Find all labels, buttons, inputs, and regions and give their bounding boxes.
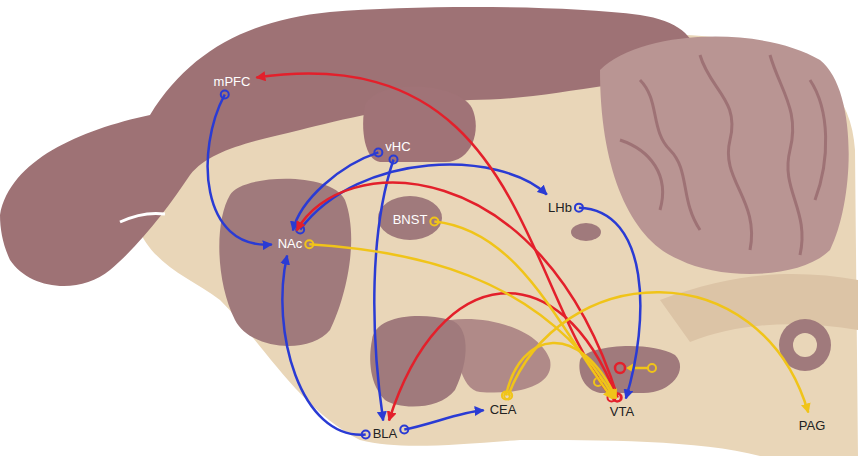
projection-line [579, 208, 640, 399]
projection-line [256, 74, 611, 398]
projection-arrow [400, 410, 483, 433]
origin-circle [374, 148, 382, 156]
region-label: CEA [488, 401, 519, 418]
projection-line [309, 244, 614, 398]
projection-line [282, 256, 365, 435]
projection-arrow [282, 256, 369, 439]
origin-circle [400, 426, 408, 434]
origin-circle [221, 91, 229, 99]
projection-arrow [208, 91, 272, 245]
olfactory-gap [120, 213, 165, 222]
region-label: BLA [371, 425, 400, 442]
cerebellum [600, 37, 849, 274]
projection-line [404, 410, 483, 429]
pag-hole [793, 333, 817, 357]
region-label: VTA [608, 403, 636, 420]
region-label: PAG [797, 417, 828, 434]
origin-circle [362, 431, 370, 439]
cerebellum-folia [620, 55, 826, 255]
projection-arrow [256, 74, 615, 402]
projection-line [297, 183, 618, 398]
origin-circle [430, 217, 438, 225]
origin-circle [575, 204, 583, 212]
region-label: mPFC [212, 73, 253, 90]
projection-line [506, 343, 616, 399]
region-name: LHb [548, 200, 572, 215]
region-name: VTA [610, 404, 634, 419]
region-name: mPFC [214, 74, 251, 89]
region-name: BLA [373, 426, 398, 441]
projection-arrow [374, 156, 397, 421]
region-name: NAc [278, 236, 303, 251]
region-label: vHC [383, 138, 412, 155]
region-label: LHb [546, 199, 574, 216]
region-label: BNST [391, 211, 430, 228]
origin-circle [504, 392, 512, 400]
origin-circle [305, 240, 313, 248]
region-label: NAc [276, 235, 305, 252]
projection-arrow [297, 183, 622, 402]
bla-region [370, 316, 465, 407]
region-name: PAG [799, 418, 826, 433]
origin-circle [390, 156, 398, 164]
projection-line [374, 160, 393, 421]
hippocampus [363, 87, 476, 162]
region-name: vHC [385, 139, 410, 154]
projection-arrow [504, 292, 808, 412]
lhb-region [571, 223, 601, 241]
projection-line [208, 95, 272, 245]
region-name: CEA [490, 402, 517, 417]
projection-line [508, 292, 808, 412]
projection-arrow [430, 217, 612, 398]
projection-arrow [389, 293, 621, 420]
bnst-region [378, 196, 442, 240]
region-name: BNST [393, 212, 428, 227]
